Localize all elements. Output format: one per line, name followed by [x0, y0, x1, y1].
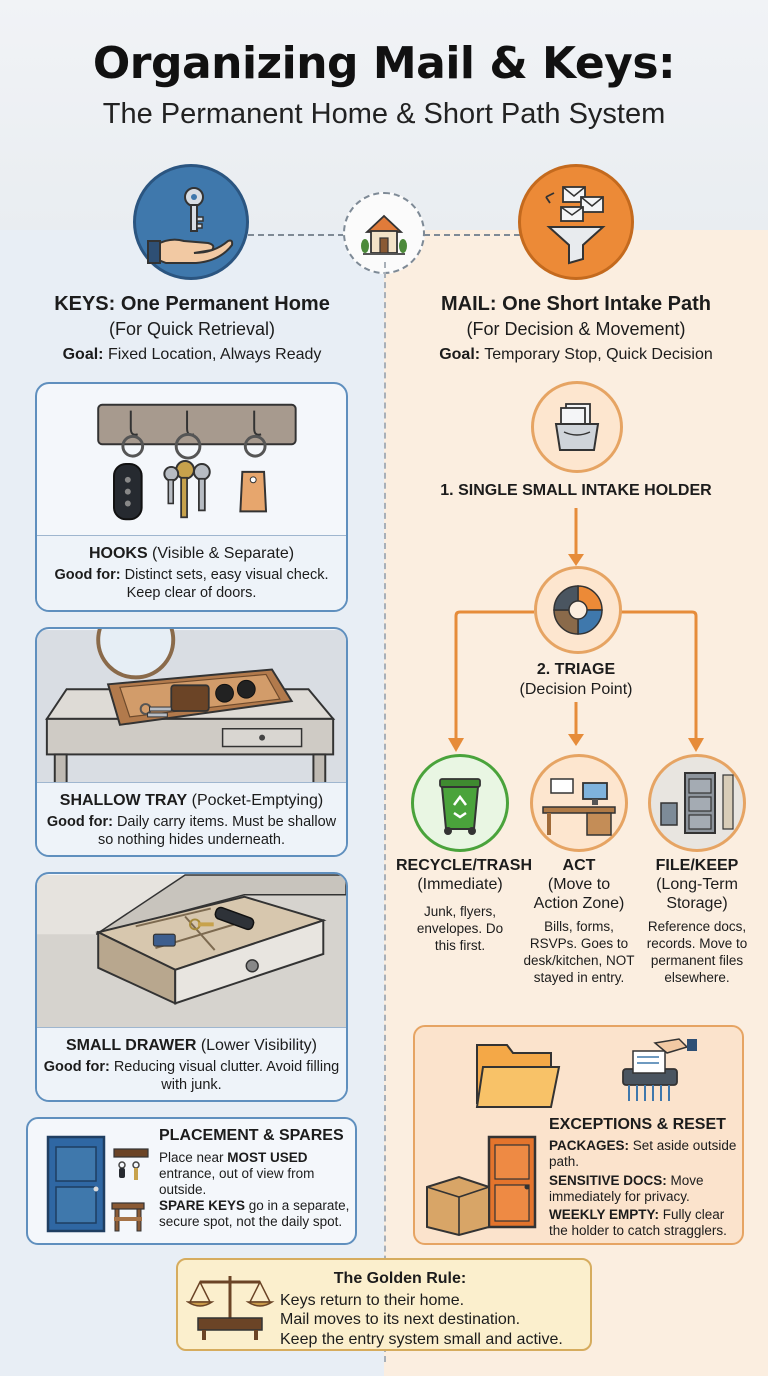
exceptions-illustration: [426, 1038, 697, 1237]
golden-rule-line-2: Mail moves to its next destination.: [280, 1311, 521, 1329]
exception-sensitive-docs: SENSITIVE DOCS: Move immediately for pri…: [549, 1172, 704, 1204]
tray-description: Good for: Daily carry items. Must be sha…: [46, 814, 337, 849]
placement-text: PLACEMENT & SPARES Place near MOST USED …: [159, 1127, 355, 1229]
right-connector: [424, 234, 520, 236]
triage-icon: [534, 566, 622, 654]
mail-goal: Goal: Temporary Stop, Quick Decision: [439, 346, 713, 363]
keys-goal: Goal: Fixed Location, Always Ready: [62, 346, 322, 363]
hooks-title: HOOKS (Visible & Separate): [88, 545, 295, 562]
page-subtitle: The Permanent Home & Short Path System: [102, 98, 666, 130]
drawer-description: Good for: Reducing visual clutter. Avoid…: [43, 1059, 340, 1094]
tray-card: SHALLOW TRAY (Pocket-Emptying) Good for:…: [35, 627, 348, 857]
placement-title: PLACEMENT & SPARES: [159, 1127, 344, 1144]
act-title: ACT: [562, 857, 596, 874]
golden-rule-line-3: Keep the entry system small and active.: [280, 1330, 563, 1348]
intake-holder-icon: [531, 381, 623, 473]
destination-recycle: RECYCLE/TRASH (Immediate) Junk, flyers, …: [396, 857, 533, 955]
small-drawer-illustration: [37, 874, 346, 1031]
shallow-tray-illustration: [37, 629, 346, 789]
destination-file: FILE/KEEP (Long-Term Storage) Reference …: [633, 857, 761, 987]
column-divider: [384, 262, 386, 1362]
mail-subheading: (For Decision & Movement): [466, 319, 686, 339]
exceptions-card: EXCEPTIONS & RESET PACKAGES: Set aside o…: [413, 1025, 744, 1245]
step-1-label: 1. SINGLE SMALL INTAKE HOLDER: [440, 482, 712, 499]
house-icon: [343, 192, 425, 274]
placement-line-2: SPARE KEYS go in a separate, secure spot…: [159, 1197, 350, 1229]
golden-rule-text: The Golden Rule: Keys return to their ho…: [280, 1269, 590, 1349]
golden-rule-title: The Golden Rule:: [333, 1270, 467, 1287]
act-description: Bills, forms, RSVPs. Goes to desk/kitche…: [523, 919, 635, 985]
hooks-caption: HOOKS (Visible & Separate) Good for: Dis…: [37, 535, 346, 610]
golden-rule-card: The Golden Rule: Keys return to their ho…: [176, 1258, 592, 1351]
left-connector: [248, 234, 344, 236]
file-title: FILE/KEEP: [655, 857, 739, 874]
hooks-card: HOOKS (Visible & Separate) Good for: Dis…: [35, 382, 348, 612]
recycle-bin-icon: [411, 754, 509, 852]
exception-packages: PACKAGES: Set aside outside path.: [549, 1138, 737, 1170]
exceptions-title: EXCEPTIONS & RESET: [549, 1116, 726, 1133]
page-title: Organizing Mail & Keys:: [92, 38, 676, 89]
mail-flow-arrows: [448, 508, 704, 752]
drawer-caption: SMALL DRAWER (Lower Visibility) Good for…: [37, 1027, 346, 1100]
mail-heading-block: MAIL: One Short Intake Path (For Decisio…: [384, 293, 768, 364]
file-description: Reference docs, records. Move to permane…: [646, 919, 748, 985]
tray-caption: SHALLOW TRAY (Pocket-Emptying) Good for:…: [37, 782, 346, 855]
file-cabinet-icon: [648, 754, 746, 852]
key-hooks-illustration: [97, 403, 297, 521]
recycle-subtitle: (Immediate): [417, 876, 503, 893]
keys-heading-block: KEYS: One Permanent Home (For Quick Retr…: [0, 293, 384, 364]
balance-scale-icon: [186, 1276, 275, 1340]
file-subtitle: (Long-Term Storage): [656, 876, 738, 913]
recycle-title: RECYCLE/TRASH: [396, 857, 533, 874]
mail-heading: MAIL: One Short Intake Path: [440, 293, 712, 315]
destination-act: ACT (Move to Action Zone) Bills, forms, …: [515, 857, 643, 987]
step-2-subtitle: (Decision Point): [519, 681, 633, 698]
act-subtitle: (Move to Action Zone): [533, 876, 625, 913]
exception-weekly-empty: WEEKLY EMPTY: Fully clear the holder to …: [549, 1206, 727, 1239]
tray-title: SHALLOW TRAY (Pocket-Emptying): [59, 792, 324, 809]
placement-line-1: Place near MOST USED entrance, out of vi…: [159, 1149, 315, 1197]
golden-rule-line-1: Keys return to their home.: [280, 1291, 465, 1309]
hooks-description: Good for: Distinct sets, easy visual che…: [54, 567, 329, 602]
desk-icon: [530, 754, 628, 852]
exceptions-text: EXCEPTIONS & RESET PACKAGES: Set aside o…: [549, 1115, 741, 1241]
keys-heading: KEYS: One Permanent Home: [54, 293, 330, 315]
recycle-description: Junk, flyers, envelopes. Do this first.: [416, 904, 504, 953]
placement-card: PLACEMENT & SPARES Place near MOST USED …: [26, 1117, 357, 1245]
step-2-title: 2. TRIAGE: [536, 661, 616, 678]
drawer-card: SMALL DRAWER (Lower Visibility) Good for…: [35, 872, 348, 1102]
drawer-title: SMALL DRAWER (Lower Visibility): [66, 1037, 317, 1054]
mail-funnel-icon: [518, 164, 634, 280]
door-and-hooks-illustration: [46, 1135, 149, 1233]
keys-subheading: (For Quick Retrieval): [108, 319, 276, 339]
header-band: [0, 0, 768, 230]
hand-holding-key-icon: [133, 164, 249, 280]
